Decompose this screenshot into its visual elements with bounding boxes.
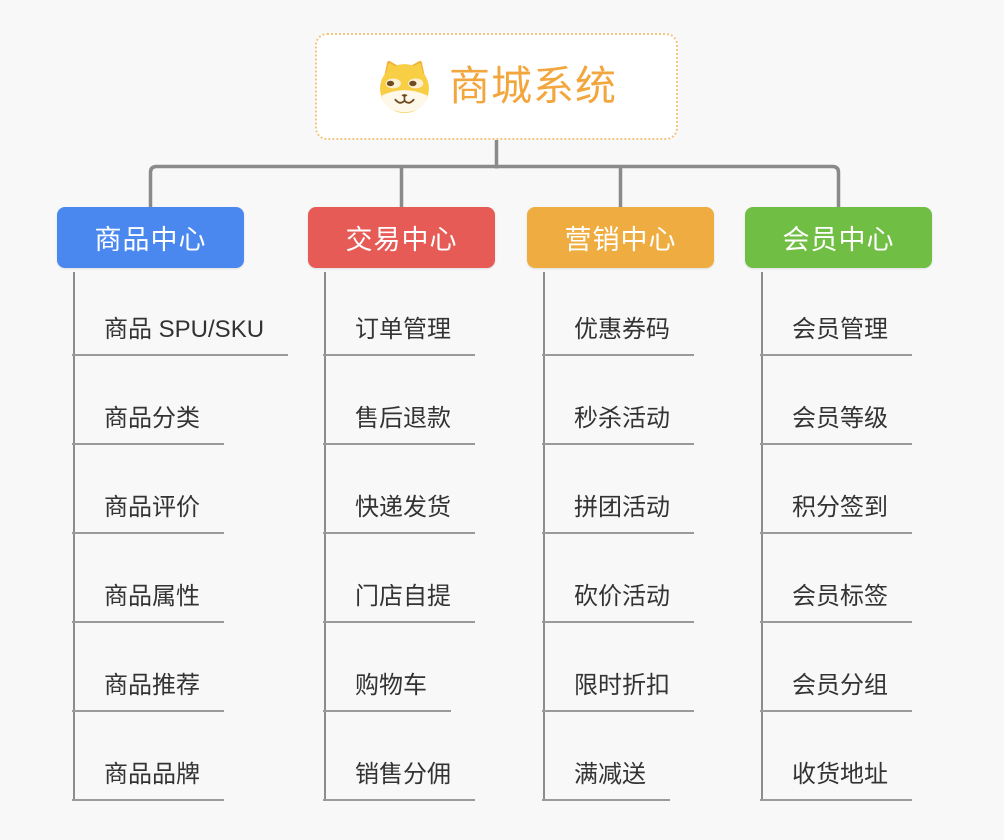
child-topic[interactable]: 快递发货	[323, 492, 475, 534]
child-topic[interactable]: 收货地址	[760, 759, 912, 801]
branch-label-trade-center: 交易中心	[345, 225, 458, 255]
child-topic[interactable]: 商品评价	[72, 492, 224, 534]
branch-label-marketing-center: 营销中心	[564, 225, 677, 255]
root-node-title: 商城系统	[449, 63, 617, 109]
child-topic[interactable]: 秒杀活动	[542, 403, 694, 445]
child-topic[interactable]: 商品品牌	[72, 759, 224, 801]
branch-column-trade-center: 订单管理售后退款快递发货门店自提购物车销售分佣	[323, 272, 556, 801]
child-topic[interactable]: 商品推荐	[72, 670, 224, 712]
branch-label-member-center: 会员中心	[782, 225, 895, 255]
child-topic[interactable]: 砍价活动	[542, 581, 694, 623]
child-topic[interactable]: 商品分类	[72, 403, 224, 445]
child-topic[interactable]: 积分签到	[760, 492, 912, 534]
child-topic[interactable]: 限时折扣	[542, 670, 694, 712]
root-node-mall-system[interactable]: 商城系统	[315, 33, 678, 140]
branch-node-marketing-center[interactable]: 营销中心	[527, 207, 714, 268]
branch-label-product-center: 商品中心	[94, 225, 207, 255]
child-topic[interactable]: 会员等级	[760, 403, 912, 445]
child-topic[interactable]: 售后退款	[323, 403, 475, 445]
branch-column-marketing-center: 优惠券码秒杀活动拼团活动砍价活动限时折扣满减送	[542, 272, 775, 801]
child-topic[interactable]: 商品 SPU/SKU	[72, 314, 289, 356]
branch-node-member-center[interactable]: 会员中心	[745, 207, 932, 268]
child-topic[interactable]: 销售分佣	[323, 759, 475, 801]
child-topic[interactable]: 会员管理	[760, 314, 912, 356]
branch-column-product-center: 商品 SPU/SKU 商品分类商品评价商品属性商品推荐商品品牌	[72, 272, 305, 801]
branch-column-member-center: 会员管理会员等级积分签到会员标签会员分组收货地址	[760, 272, 993, 801]
child-topic[interactable]: 门店自提	[323, 581, 475, 623]
child-topic[interactable]: 订单管理	[323, 314, 475, 356]
child-topic[interactable]: 满减送	[542, 759, 670, 801]
dog-face-icon	[380, 60, 429, 113]
child-topic[interactable]: 会员分组	[760, 670, 912, 712]
child-topic[interactable]: 商品属性	[72, 581, 224, 623]
child-topic[interactable]: 购物车	[323, 670, 451, 712]
branch-node-product-center[interactable]: 商品中心	[57, 207, 244, 268]
child-topic[interactable]: 优惠券码	[542, 314, 694, 356]
child-topic[interactable]: 会员标签	[760, 581, 912, 623]
child-topic[interactable]: 拼团活动	[542, 492, 694, 534]
branch-node-trade-center[interactable]: 交易中心	[308, 207, 495, 268]
